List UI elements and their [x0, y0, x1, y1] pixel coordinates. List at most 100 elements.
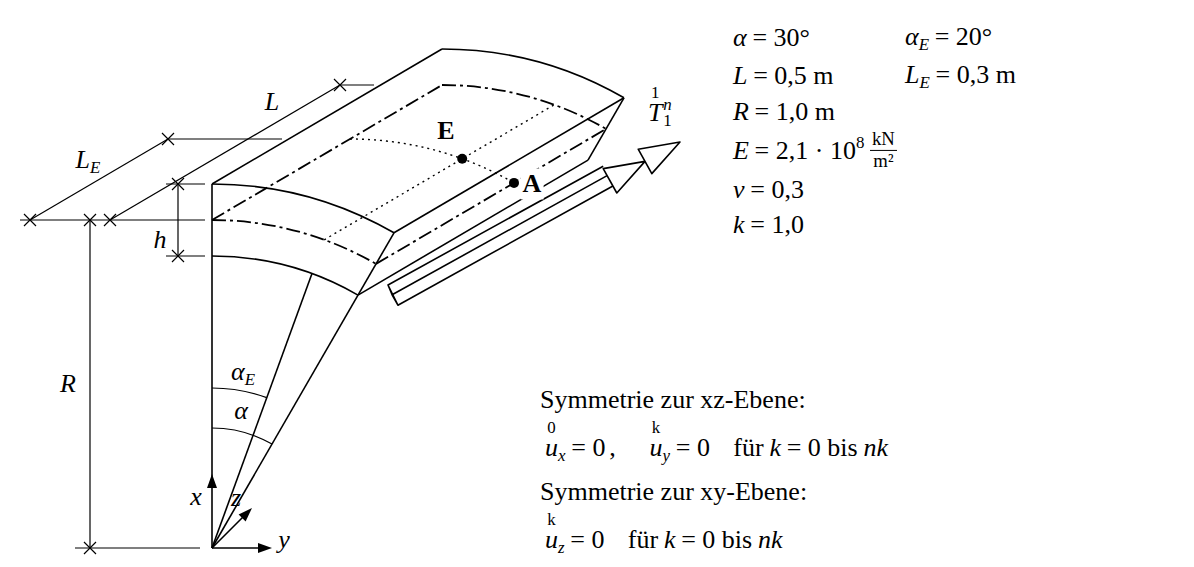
text-group: n1: [663, 96, 671, 130]
text-group: k: [769, 434, 781, 463]
text-line: z: [231, 482, 241, 513]
angle-arc: [212, 428, 272, 444]
extension-line: [75, 547, 200, 548]
boundary-condition-text: = 0 bis: [787, 434, 858, 463]
extension-line: [166, 255, 205, 256]
text-group: = 0 bis: [681, 526, 752, 555]
text-group: = 30°: [752, 23, 810, 52]
dimension-line: [89, 220, 90, 548]
parameter-text: α: [905, 22, 919, 51]
text-line: αE= 20°: [905, 21, 992, 55]
radial-line: [211, 256, 213, 548]
dimension-tick: [104, 214, 116, 226]
text-group: nk: [863, 434, 888, 463]
text-group: = 1,0 m: [755, 97, 835, 126]
load-symbol: [388, 285, 398, 305]
parameter-text: = 0,5 m: [753, 61, 833, 90]
text-group: = 0,5 m: [753, 61, 833, 90]
load-symbol: [388, 166, 603, 285]
dimension-tick: [24, 214, 36, 226]
text-group: h: [154, 225, 167, 254]
text-line: LE: [76, 144, 101, 178]
text-group: 0u: [545, 421, 558, 461]
load-symbol: [398, 186, 613, 305]
load-arrowhead: [638, 142, 680, 174]
text-group: α: [234, 396, 248, 425]
text-group: 1T: [648, 86, 662, 126]
text-line: k= 1,0: [733, 209, 804, 240]
axis-label: z: [231, 483, 241, 512]
text-group: ku: [650, 421, 663, 461]
text-group: nk: [758, 526, 783, 555]
boundary-condition-text: nk: [863, 434, 888, 463]
text-line: E= 2,1 · 108kNm²: [733, 129, 897, 171]
text-line: α: [234, 395, 248, 426]
text-line: α= 30°: [733, 22, 810, 53]
text-group: = 0: [570, 526, 604, 555]
boundary-condition-text: u: [545, 436, 558, 462]
text-group: kNm²: [870, 129, 897, 171]
text-group: L: [76, 145, 90, 174]
dimension-tick: [172, 178, 184, 190]
text-group: 8: [856, 136, 864, 165]
boundary-condition-text: k: [545, 513, 558, 527]
boundary-condition-text: k: [664, 526, 676, 555]
text-group: E: [919, 60, 929, 89]
text-group: E: [437, 116, 454, 145]
parameter-text: = 30°: [752, 23, 810, 52]
text-group: α: [231, 357, 245, 386]
parameter-text: k: [733, 210, 745, 239]
text-group: x: [558, 434, 566, 463]
parameter-text: m²: [870, 151, 897, 172]
text-group: für: [628, 526, 658, 555]
text-line: R: [60, 368, 76, 399]
text-group: Symmetrie zur xy-Ebene:: [540, 477, 807, 506]
boundary-condition-text: für: [733, 434, 763, 463]
text-group: α: [733, 23, 747, 52]
text-line: Symmetrie zur xz-Ebene:: [540, 384, 806, 415]
axis-label: y: [278, 525, 290, 554]
text-group: z: [558, 526, 565, 555]
load-label: T: [648, 100, 662, 126]
point-label: A: [523, 169, 542, 198]
dimension-tick: [334, 79, 346, 91]
text-group: R: [60, 369, 76, 398]
parameter-text: = 0,3 m: [936, 60, 1016, 89]
radial-line: [212, 295, 358, 548]
dimension-tick: [172, 250, 184, 262]
text-line: L= 0,5 m: [733, 60, 834, 91]
text-group: x: [190, 482, 202, 511]
axis-line: [212, 547, 262, 549]
point-marker: [509, 178, 519, 188]
load-arrowhead: [603, 161, 645, 193]
text-group: L: [905, 60, 919, 89]
axis-line: [212, 514, 246, 548]
axis-label: x: [190, 482, 202, 511]
axis-arrowhead: [207, 474, 217, 488]
text-line: 1Tn1: [648, 86, 672, 130]
boundary-condition-text: k: [769, 434, 781, 463]
boundary-condition-text: für: [628, 526, 658, 555]
text-line: x: [190, 481, 202, 512]
angle-label: α: [234, 396, 248, 425]
text-line: kuz= 0fürk= 0 bisnk: [545, 513, 782, 559]
boundary-condition-text: ,: [609, 434, 616, 463]
load-label: 1: [663, 113, 671, 130]
parameter-text: E: [733, 136, 749, 165]
boundary-condition-text: = 0: [676, 434, 710, 463]
text-group: ,: [609, 434, 616, 463]
text-group: α: [905, 22, 919, 51]
long-edge: [358, 160, 588, 295]
boundary-condition-text: = 0: [571, 434, 605, 463]
text-group: A: [523, 169, 542, 198]
load-label: n: [663, 96, 671, 113]
text-line: Symmetrie zur xy-Ebene:: [540, 476, 807, 507]
boundary-condition-text: nk: [758, 526, 783, 555]
text-group: = 0,3: [750, 175, 804, 204]
extension-line: [168, 138, 282, 139]
text-group: = 0 bis: [787, 434, 858, 463]
mid-surface-line: [212, 85, 442, 220]
text-group: Symmetrie zur xz-Ebene:: [540, 385, 806, 414]
boundary-condition-text: y: [663, 447, 671, 466]
boundary-condition-text: = 0 bis: [681, 526, 752, 555]
